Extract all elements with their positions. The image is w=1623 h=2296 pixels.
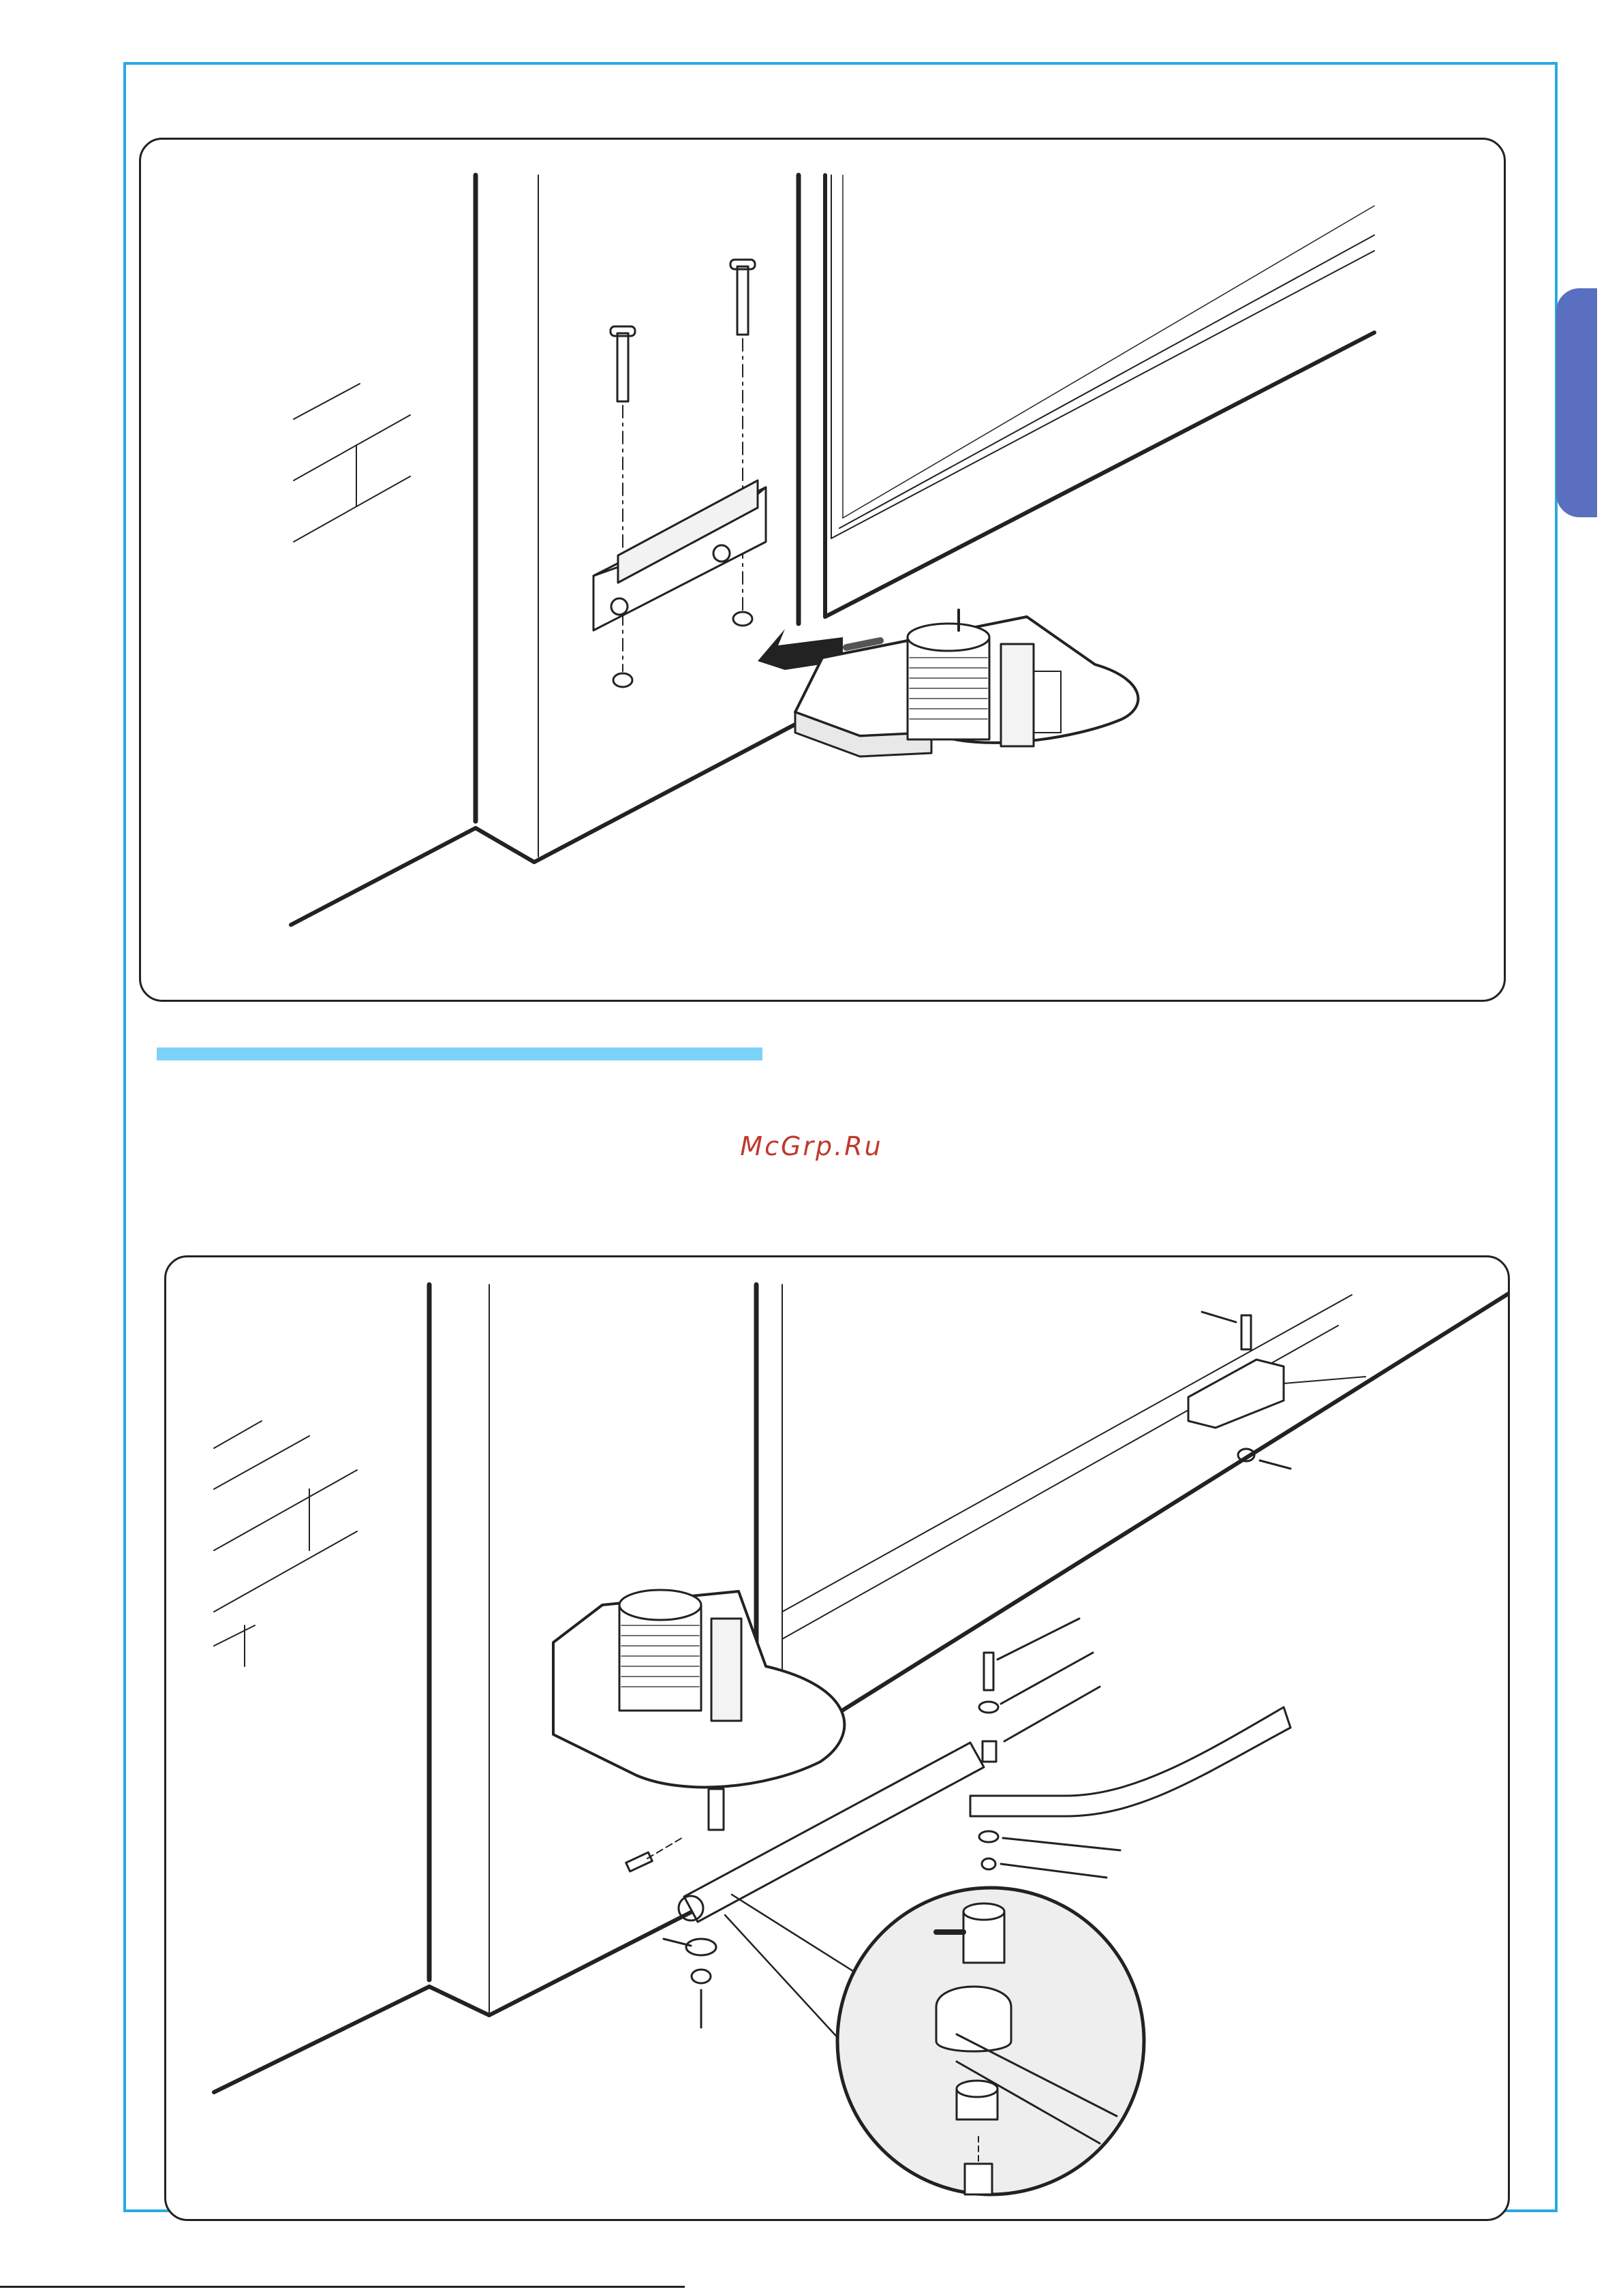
footer-rule [0,2286,685,2288]
figure-bracket-mounting [139,138,1506,1002]
section-tab [1556,288,1597,517]
bracket-mounting-illustration [141,140,1506,1002]
watermark: McGrp.Ru [0,1131,1623,1161]
arm-assembly-illustration [166,1257,1510,2221]
figure-arm-assembly [164,1255,1510,2221]
section-divider-bar [157,1047,762,1060]
